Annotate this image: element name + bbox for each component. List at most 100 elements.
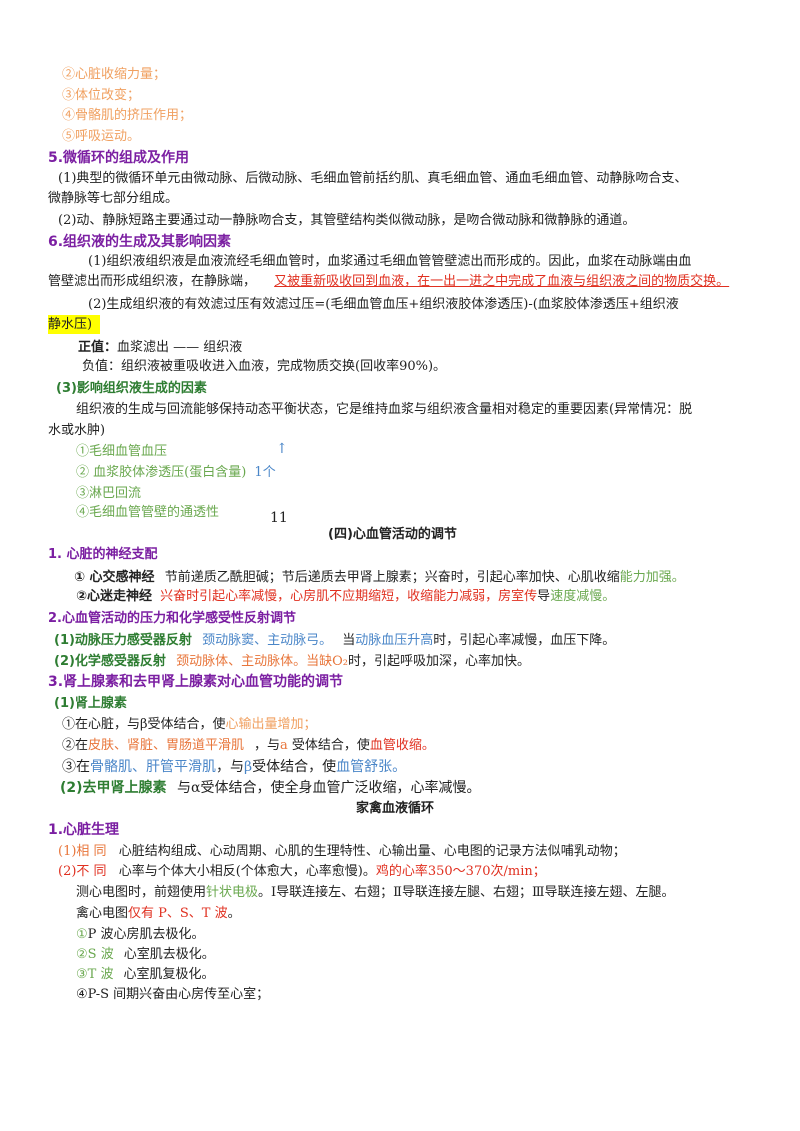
s6-para-2a: (2)生成组织液的有效滤过压有效滤过压=(毛细血管血压+组织液胶体渗透压)-(血… <box>88 297 679 312</box>
chemoreceptor-location: 颈动脉体、主动脉体。当缺 <box>176 654 333 669</box>
negative-label: 负值： <box>82 359 122 374</box>
chemoreceptor-o2: O₂ <box>332 654 348 669</box>
sympathetic-nerve-line: ① 心交感神经 节前递质乙酰胆碱；节后递质去甲肾上腺素；兴奋时，引起心率加快、心… <box>74 569 685 587</box>
s4-heading-2: 2.心血管活动的压力和化学感受性反射调节 <box>48 611 296 626</box>
factor-oncotic-tail: 1个 <box>254 465 276 480</box>
s5-para-1b: 微静脉等七部分组成。 <box>48 191 179 206</box>
adrenaline-item-2-e: 受体结合，使 <box>291 738 370 753</box>
poultry-same-label: (1)相 同 <box>58 844 107 859</box>
positive-value: 正值：血浆滤出 —— 组织液 <box>78 339 242 357</box>
wave-t: ③T 波心室肌复极化。 <box>76 966 214 984</box>
section-5-heading: 5.微循环的组成及作用 <box>48 150 190 166</box>
adrenaline-item-2-a: ②在 <box>62 738 89 753</box>
positive-text: 血浆滤出 —— 组织液 <box>117 340 243 355</box>
baroreceptor-location: 颈动脉窦、主动脉弓。 <box>202 633 333 648</box>
baroreceptor-label: (1)动脉压力感受器反射 <box>54 633 192 648</box>
factor-item: ⑤呼吸运动。 <box>62 129 141 144</box>
baroreceptor-condition: 动脉血压升高 <box>355 633 434 648</box>
adrenaline-item-2-c: ，与 <box>254 738 281 753</box>
sympathetic-text: 节前递质乙酰胆碱；节后递质去甲肾上腺素；兴奋时，引起心率加快、心肌收缩 <box>164 570 620 585</box>
s4-heading-1: 1. 心脏的神经支配 <box>48 547 158 562</box>
factor-oncotic-text: ② 血浆胶体渗透压(蛋白含量) <box>76 465 247 480</box>
poultry-title: 家禽血液循环 <box>356 801 435 816</box>
adrenaline-item-1-text: ①在心脏，与β受体结合，使 <box>62 717 226 732</box>
ecg-line-1-a: 测心电图时，前翅使用 <box>76 885 207 900</box>
adrenaline-item-2-organs: 皮肤、肾脏、胃肠道平滑肌 <box>88 738 245 753</box>
vagus-label: ②心迷走神经 <box>76 589 153 604</box>
baroreceptor-when: 当 <box>342 633 356 648</box>
adrenaline-item-3-effect: 血管舒张。 <box>336 759 407 775</box>
poultry-diff-line: (2)不 同 心率与个体大小相反(个体愈大，心率愈慢)。鸡的心率350～370次… <box>58 863 546 881</box>
wave-s-label: ②S 波 <box>76 947 114 962</box>
chemoreceptor-label: (2)化学感受器反射 <box>54 654 166 669</box>
ecg-waves: 仅有 P、S、T 波 <box>128 906 228 921</box>
noradrenaline-label: (2)去甲肾上腺素 <box>60 780 167 796</box>
s6-sub-3-heading: (3)影响组织液生成的因素 <box>56 381 207 396</box>
page-number: 11 <box>270 510 288 526</box>
adrenaline-item-3-a: ③在 <box>62 759 90 775</box>
wave-s: ②S 波心室肌去极化。 <box>76 946 215 964</box>
ecg-line-2: 禽心电图仅有 P、S、T 波。 <box>76 905 241 923</box>
poultry-same-line: (1)相 同 心脏结构组成、心动周期、心肌的生理特性、心输出量、心电图的记录方法… <box>58 843 626 861</box>
sympathetic-label: ① 心交感神经 <box>74 570 155 585</box>
adrenaline-item-3-c: ，与 <box>216 759 244 775</box>
ecg-line-1: 测心电图时，前翅使用针状电极。Ⅰ导联连接左、右翅；Ⅱ导联连接左腿、右翅；Ⅲ导联连… <box>76 884 675 902</box>
adrenaline-item-3-organs: 骨骼肌、肝管平滑肌 <box>90 759 216 775</box>
section-6-heading: 6.组织液的生成及其影响因素 <box>48 234 232 250</box>
wave-t-text: 心室肌复极化。 <box>123 967 215 982</box>
factor-item: ③体位改变； <box>62 88 141 103</box>
factor-item: ②心脏收缩力量； <box>62 67 167 82</box>
section-iv-title: (四)心血管活动的调节 <box>328 527 457 542</box>
highlighted-text: 静水压) <box>48 315 101 334</box>
poultry-same-text: 心脏结构组成、心动周期、心肌的生理特性、心输出量、心电图的记录方法似哺乳动物； <box>118 844 626 859</box>
beta-symbol: β <box>244 759 253 775</box>
adrenaline-item-3: ③在骨骼肌、肝管平滑肌，与β受体结合，使血管舒张。 <box>62 758 406 776</box>
noradrenaline-line: (2)去甲肾上腺素 与α受体结合，使全身血管广泛收缩，心率减慢。 <box>60 779 480 797</box>
adrenaline-heading: (1)肾上腺素 <box>54 696 127 711</box>
s4-heading-3: 3.肾上腺素和去甲肾上腺素对心血管功能的调节 <box>48 674 344 690</box>
negative-value: 负值：组织液被重吸收进入血液，完成物质交换(回收率90%)。 <box>82 358 446 376</box>
wave-p-text: P 波心房肌去极化。 <box>87 927 205 942</box>
s6-para-1b-red: 又被重新吸收回到血液，在一出一进之中完成了血液与组织液之间的物质交换。 <box>274 274 730 289</box>
factor-capillary-pressure: ①毛细血管血压 <box>76 444 168 459</box>
s5-para-2: (2)动、静脉短路主要通过动一静脉吻合支，其管壁结构类似微动脉，是吻合微动脉和微… <box>58 213 636 228</box>
poultry-heart-rate: 鸡的心率350～370次/min； <box>375 864 546 879</box>
factor-oncotic-pressure: ② 血浆胶体渗透压(蛋白含量) 1个 <box>76 464 276 482</box>
s6-para-3b: 水或水肿) <box>48 423 106 438</box>
interval-ps: ④P-S 间期兴奋由心房传至心室； <box>76 987 270 1002</box>
ecg-line-1-c: 。Ⅰ导联连接左、右翅；Ⅱ导联连接左腿、右翅；Ⅲ导联连接左翅、左腿。 <box>258 885 675 900</box>
sympathetic-text-green: 能力加强。 <box>619 570 685 585</box>
vagus-text: 兴奋时引起心率减慢，心房肌不应期缩短，收缩能力减弱，房室传 <box>160 589 538 604</box>
factor-lymph-return: ③淋巴回流 <box>76 486 142 501</box>
wave-p: ①P 波心房肌去极化。 <box>76 926 205 944</box>
negative-text: 组织液被重吸收进入血液，完成物质交换(回收率90%)。 <box>121 359 447 374</box>
s6-para-1b: 管壁滤出而形成组织液，在静脉端， 又被重新吸收回到血液，在一出一进之中完成了血液… <box>48 273 729 291</box>
wave-p-num: ① <box>76 927 88 942</box>
s6-para-3a: 组织液的生成与回流能够保持动态平衡状态，它是维持血浆与组织液含量相对稳定的重要因… <box>76 402 693 417</box>
wave-t-label: ③T 波 <box>76 967 114 982</box>
poultry-diff-text: 心率与个体大小相反(个体愈大，心率愈慢)。 <box>118 864 376 879</box>
adrenaline-item-1-effect: 心输出量增加； <box>225 717 317 732</box>
s6-para-1b-black: 管壁滤出而形成组织液，在静脉端， <box>48 274 257 289</box>
baroreceptor-result: 时，引起心率减慢，血压下降。 <box>433 633 616 648</box>
vagus-text-green: 速度减慢。 <box>550 589 616 604</box>
poultry-diff-label: (2)不 同 <box>58 864 107 879</box>
noradrenaline-text: 与α受体结合，使全身血管广泛收缩，心率减慢。 <box>177 780 481 796</box>
positive-label: 正值： <box>78 340 118 355</box>
baroreceptor-line: (1)动脉压力感受器反射 颈动脉窦、主动脉弓。 当动脉血压升高时，引起心率减慢，… <box>54 632 615 650</box>
adrenaline-item-3-e: 受体结合，使 <box>252 759 337 775</box>
adrenaline-item-2-effect: 血管收缩。 <box>369 738 435 753</box>
alpha-symbol: a <box>280 738 288 753</box>
ecg-electrode: 针状电极 <box>206 885 259 900</box>
s6-para-2b: 静水压) <box>48 315 101 334</box>
s6-para-1a: (1)组织液组织液是血液流经毛细血管时，血浆通过毛细血管管壁滤出而形成的。因此，… <box>88 254 692 269</box>
up-arrow-icon: ↑ <box>276 441 288 457</box>
ecg-line-2-c: 。 <box>227 906 241 921</box>
poultry-heading-1: 1.心脏生理 <box>48 822 120 838</box>
factor-permeability: ④毛细血管管壁的通透性 <box>76 505 220 520</box>
chemoreceptor-result: 时，引起呼吸加深，心率加快。 <box>347 654 530 669</box>
chemoreceptor-line: (2)化学感受器反射 颈动脉体、主动脉体。当缺O₂时，引起呼吸加深，心率加快。 <box>54 653 530 671</box>
wave-s-text: 心室肌去极化。 <box>123 947 215 962</box>
ecg-line-2-a: 禽心电图 <box>76 906 129 921</box>
